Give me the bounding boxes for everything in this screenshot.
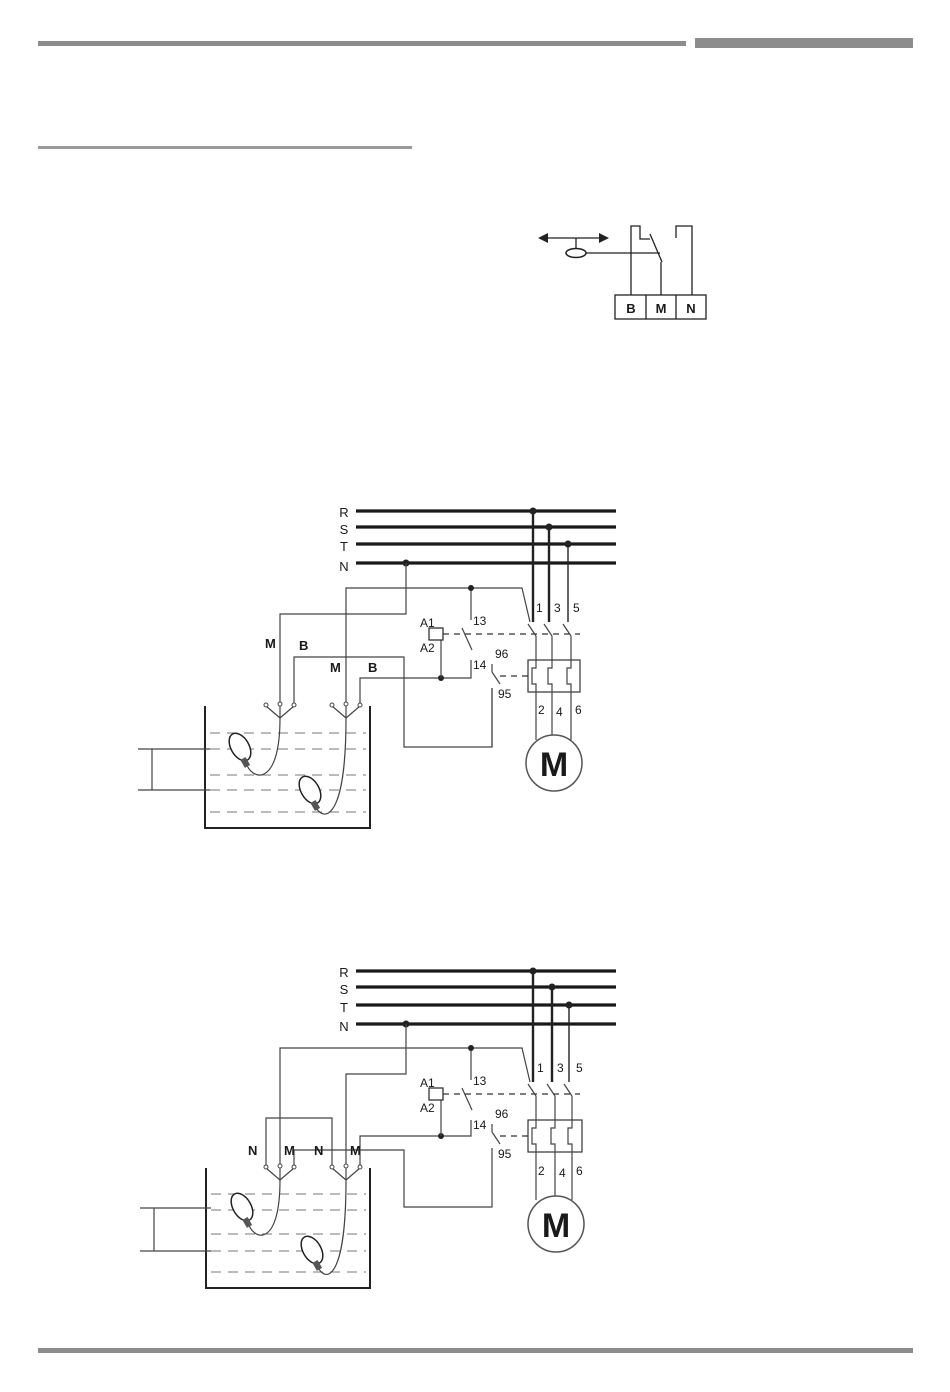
pole-out-label: 6 <box>575 703 582 717</box>
bus-label: R <box>339 965 348 980</box>
terminal-label: B <box>626 301 635 316</box>
coil-a2-label: A2 <box>420 641 435 655</box>
bus-label: N <box>339 559 348 574</box>
pole-out-label: 4 <box>556 705 563 719</box>
section-rule <box>38 146 412 149</box>
pole-in-label: 5 <box>573 601 580 615</box>
pole-in-label: 1 <box>536 601 543 615</box>
float-1-label: M <box>265 636 276 651</box>
float-1-label: B <box>299 638 308 653</box>
pole-out-label: 4 <box>559 1166 566 1180</box>
pole-in-label: 1 <box>537 1061 544 1075</box>
wiring-diagram-1: R S T N A1 A2 13 14 <box>138 505 616 828</box>
coil-a1-label: A1 <box>420 616 435 630</box>
pole-in-label: 3 <box>554 601 561 615</box>
bus-label: S <box>340 982 349 997</box>
terminal-label: M <box>656 301 667 316</box>
header-rule-right <box>695 38 913 48</box>
pole-in-label: 5 <box>576 1061 583 1075</box>
ol-96-label: 96 <box>495 647 509 661</box>
motor-label: M <box>540 746 568 784</box>
bus-label: T <box>340 539 348 554</box>
ol-96-label: 96 <box>495 1107 509 1121</box>
aux-13-label: 13 <box>473 1074 487 1088</box>
float-2-label: B <box>368 660 377 675</box>
float-switch-symbol: B M N <box>538 226 706 319</box>
ol-95-label: 95 <box>498 687 512 701</box>
pole-out-label: 2 <box>538 1164 545 1178</box>
footer-rule <box>38 1348 913 1353</box>
coil-a2-label: A2 <box>420 1101 435 1115</box>
pole-in-label: 3 <box>557 1061 564 1075</box>
bus-label: S <box>340 522 349 537</box>
bus-label: N <box>339 1019 348 1034</box>
pole-out-label: 2 <box>538 703 545 717</box>
header-rule-left <box>38 41 686 46</box>
float-1-label: N <box>248 1143 257 1158</box>
float-2-label: N <box>314 1143 323 1158</box>
float-1-label: M <box>284 1143 295 1158</box>
float-2-label: M <box>350 1143 361 1158</box>
aux-14-label: 14 <box>473 1118 487 1132</box>
ol-95-label: 95 <box>498 1147 512 1161</box>
pole-out-label: 6 <box>576 1164 583 1178</box>
aux-14-label: 14 <box>473 658 487 672</box>
wiring-diagram-2: R S T N A1 A2 13 14 96 95 <box>140 965 616 1288</box>
terminal-label: N <box>686 301 695 316</box>
bus-label: R <box>339 505 348 520</box>
motor-label: M <box>542 1207 570 1245</box>
float-2-label: M <box>330 660 341 675</box>
bus-label: T <box>340 1000 348 1015</box>
aux-13-label: 13 <box>473 614 487 628</box>
coil-a1-label: A1 <box>420 1076 435 1090</box>
